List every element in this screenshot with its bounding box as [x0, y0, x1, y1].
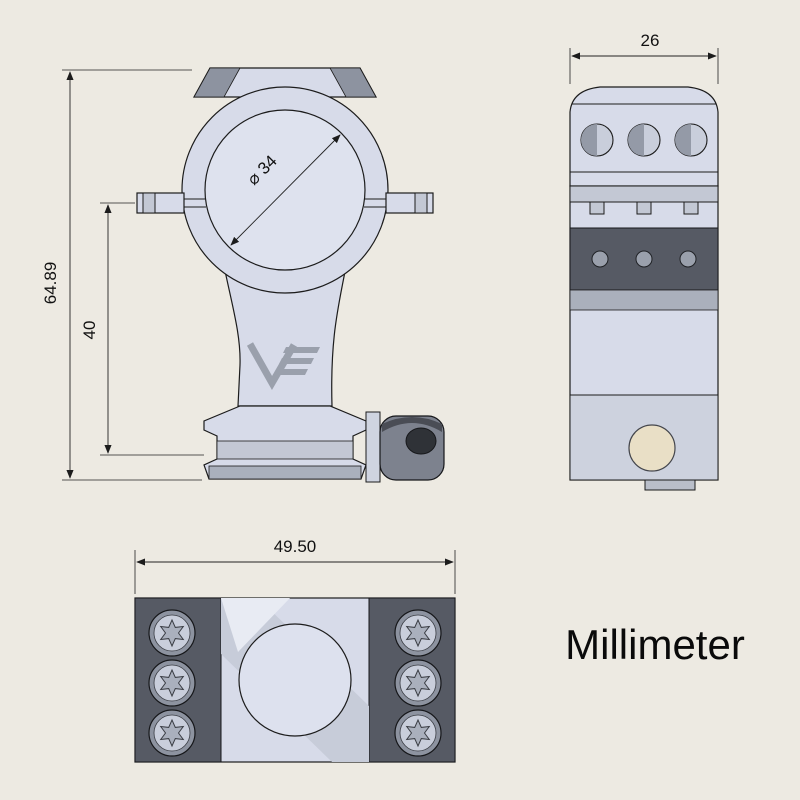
bottom-view	[134, 597, 456, 763]
dim-side-width: 26	[569, 31, 719, 84]
cap-facet-left	[193, 67, 241, 98]
torx-screw-5	[394, 659, 442, 707]
side-screw-tip-3	[683, 201, 699, 215]
bottom-bore-circle	[238, 623, 352, 737]
dim-center-height: 40	[80, 202, 204, 456]
bottom-highlight	[221, 598, 290, 652]
side-mid-band	[569, 289, 719, 311]
split-ear-right-screw	[414, 192, 428, 214]
side-view	[569, 86, 719, 491]
side-rail-lug	[644, 479, 696, 491]
side-hole-1	[591, 250, 609, 268]
side-split-band	[569, 185, 719, 203]
dim-total-height: 64.89	[41, 69, 202, 481]
side-bolt-hole	[628, 424, 676, 472]
side-screw-tip-1	[589, 201, 605, 215]
dim-total-height-label: 64.89	[41, 262, 60, 305]
rail-foot	[208, 465, 362, 480]
side-hole-3	[679, 250, 697, 268]
side-cap-screws	[580, 123, 708, 157]
dim-base-width: 49.50	[134, 537, 456, 594]
torx-screw-4	[394, 609, 442, 657]
clamp-washer	[365, 411, 381, 483]
ve-logo	[246, 342, 320, 391]
clamp-nut-shading	[382, 417, 442, 432]
dim-side-width-label: 26	[641, 31, 660, 50]
mount-body	[223, 265, 347, 407]
unit-label: Millimeter	[565, 621, 745, 668]
dim-base-width-label: 49.50	[274, 537, 317, 556]
torx-screw-1	[148, 609, 196, 657]
side-hole-2	[635, 250, 653, 268]
split-ear-left-screw	[142, 192, 156, 214]
clamp-nut-hole	[405, 427, 437, 455]
torx-screw-6	[394, 709, 442, 757]
dim-center-height-label: 40	[80, 321, 99, 340]
rail-slot	[216, 440, 354, 460]
torx-screw-2	[148, 659, 196, 707]
side-screw-tip-2	[636, 201, 652, 215]
torx-screw-3	[148, 709, 196, 757]
cap-facet-right	[329, 67, 377, 98]
